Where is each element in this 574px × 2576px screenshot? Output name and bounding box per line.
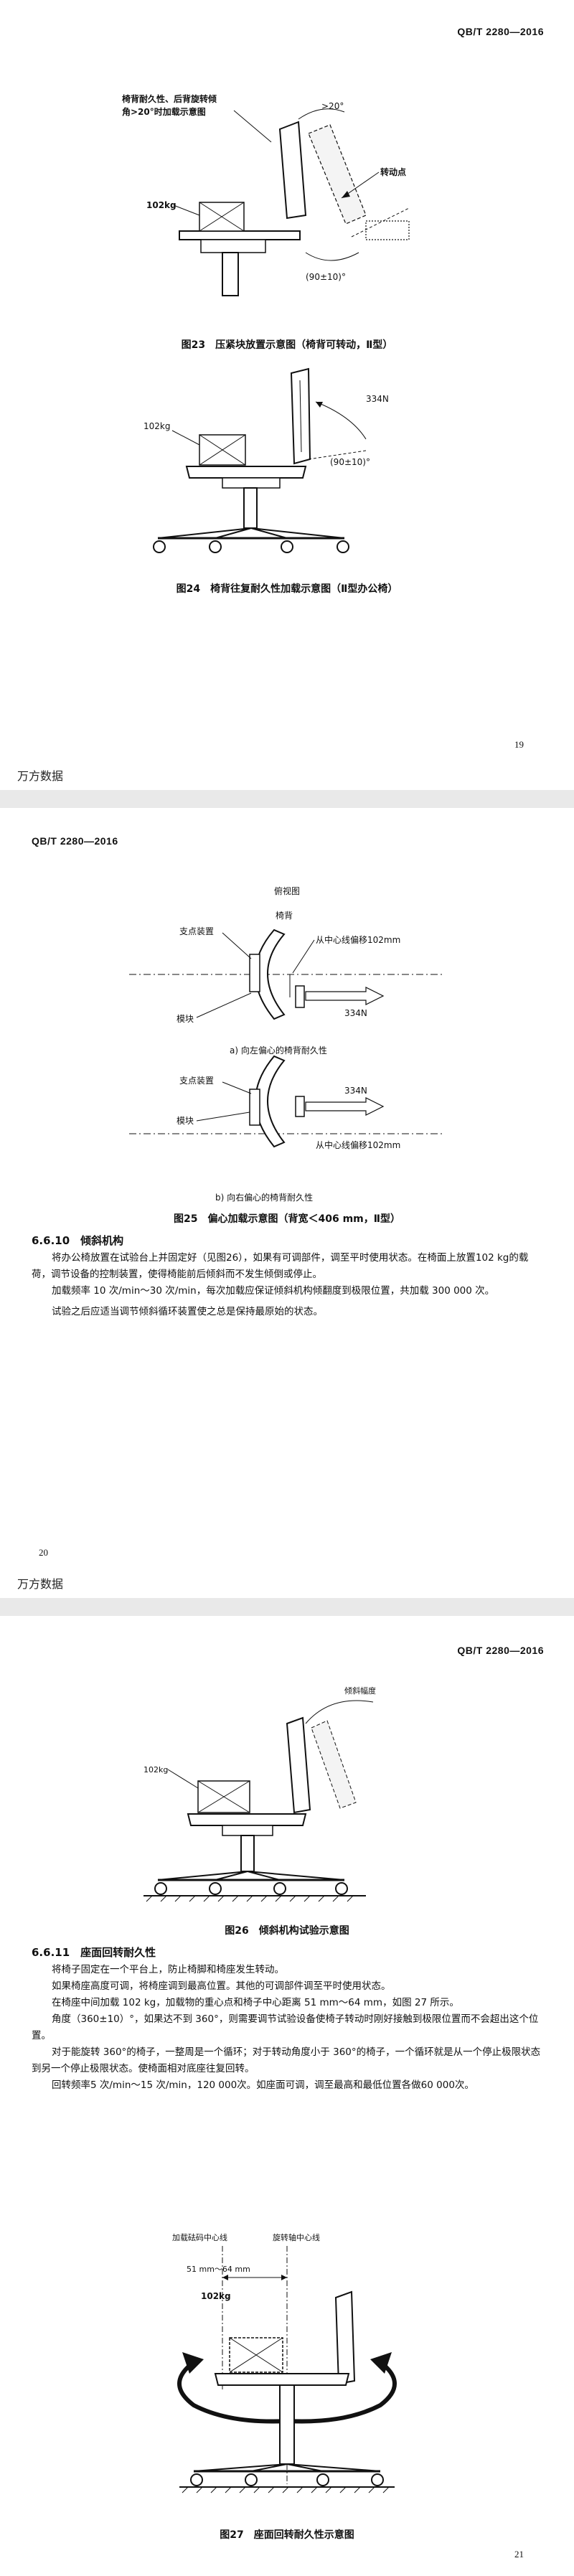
fig23-angle-bottom: (90±10)° — [306, 272, 346, 282]
fig26-angle-label: 倾斜幅度 — [344, 1686, 376, 1696]
fig27-weight: 102kg — [201, 2291, 231, 2301]
paragraph: 对于能旋转 360°的椅子，一整周是一个循环；对于转动角度小于 360°的椅子，… — [32, 2046, 541, 2074]
standard-code: QB/T 2280—2016 — [457, 1645, 544, 1656]
fig25-b-caption: b) 向右偏心的椅背耐久性 — [215, 1193, 314, 1203]
paragraph: 如果椅座高度可调，将椅座调到最高位置。其他的可调部件调至平时使用状态。 — [52, 1980, 391, 1992]
fig23-caption: 图23 压紧块放置示意图（椅背可转动，Ⅱ型） — [181, 339, 393, 351]
page-number: 20 — [39, 1547, 48, 1558]
fig25-b-block: 模块 — [177, 1116, 194, 1126]
fig25-caption: 图25 偏心加载示意图（背宽＜406 mm，Ⅱ型） — [174, 1213, 400, 1225]
page-19: QB/T 2280—2016 椅背耐久性、后背旋转倾 角>20°时加载示意图 >… — [0, 0, 574, 790]
figure-26: 倾斜幅度 102kg — [144, 1686, 376, 1902]
fig27-caption: 图27 座面回转耐久性示意图 — [220, 2529, 354, 2541]
figure-27: 加载砝码中心线 旋转轴中心线 51 mm～64 mm 102kg — [172, 2232, 397, 2493]
fig25-b-force: 334N — [344, 1086, 367, 1096]
paragraph: 回转频率5 次/min～15 次/min，120 000次。如座面可调，调至最高… — [52, 2079, 474, 2091]
fig24-weight: 102kg — [144, 421, 170, 431]
fig25-backrest-label: 椅背 — [276, 911, 293, 921]
fig26-caption: 图26 倾斜机构试验示意图 — [225, 1925, 349, 1937]
section-title: 6.6.11 座面回转耐久性 — [32, 1946, 156, 1959]
fig23-pivot-label: 转动点 — [380, 166, 406, 177]
page-20: QB/T 2280—2016 俯视图 椅背 支点装置 从中心线偏移102mm 3… — [0, 808, 574, 1598]
paragraph: 将椅子固定在一个平台上，防止椅脚和椅座发生转动。 — [52, 1964, 284, 1975]
paragraph: 加载频率 10 次/min～30 次/min，每次加载应保证倾斜机构倾翻度到极限… — [52, 1285, 495, 1297]
fig23-angle-top: >20° — [321, 101, 344, 111]
fig25-b-offset: 从中心线偏移102mm — [316, 1139, 400, 1150]
fig26-weight: 102kg — [144, 1765, 168, 1774]
page-number: 19 — [514, 739, 524, 750]
fig25-view-label: 俯视图 — [274, 885, 300, 896]
fig25-a-caption: a) 向左偏心的椅背耐久性 — [230, 1045, 327, 1056]
figure-25: 俯视图 椅背 支点装置 从中心线偏移102mm 334N 模块 a) 向左偏心的… — [129, 885, 445, 1150]
fig27-load-center: 加载砝码中心线 — [172, 2232, 227, 2242]
page-21: QB/T 2280—2016 倾斜幅度 102kg 图26 倾斜机构试验示意图 … — [0, 1616, 574, 2576]
figure-24: 334N (90±10)° 102kg — [144, 367, 389, 553]
fig24-caption: 图24 椅背往复耐久性加载示意图（Ⅱ型办公椅） — [176, 583, 398, 595]
fig25-a-force: 334N — [344, 1008, 367, 1018]
standard-code: QB/T 2280—2016 — [32, 835, 118, 847]
page-number: 21 — [514, 2549, 524, 2559]
fig24-force: 334N — [366, 394, 389, 404]
fig23-note-line1: 椅背耐久性、后背旋转倾 — [122, 93, 217, 104]
fig25-b-fulcrum: 支点装置 — [179, 1076, 214, 1086]
standard-code: QB/T 2280—2016 — [457, 26, 544, 37]
watermark: 万方数据 — [17, 769, 64, 783]
fig25-a-offset: 从中心线偏移102mm — [316, 934, 400, 945]
watermark: 万方数据 — [17, 1577, 64, 1591]
fig27-rotation-axis: 旋转轴中心线 — [273, 2232, 320, 2242]
section-title: 6.6.10 倾斜机构 — [32, 1234, 124, 1247]
paragraph: 试验之后应适当调节倾斜循环装置使之总是保持最原始的状态。 — [52, 1306, 323, 1317]
paragraph: 角度（360±10）°，如果达不到 360°，则需要调节试验设备使椅子转动时刚好… — [32, 2013, 539, 2041]
paragraph: 在椅座中间加载 102 kg，加载物的重心点和椅子中心距离 51 mm～64 m… — [52, 1997, 459, 2008]
fig23-note-line2: 角>20°时加载示意图 — [122, 106, 206, 117]
section-body: 将椅子固定在一个平台上，防止椅脚和椅座发生转动。 如果椅座高度可调，将椅座调到最… — [32, 1962, 541, 2094]
section-body: 将办公椅放置在试验台上并固定好（见图26），如果有可调部件，调至平时使用状态。在… — [32, 1250, 541, 1320]
paragraph: 将办公椅放置在试验台上并固定好（见图26），如果有可调部件，调至平时使用状态。在… — [32, 1252, 529, 1280]
fig27-distance: 51 mm～64 mm — [187, 2265, 250, 2274]
fig25-a-fulcrum: 支点装置 — [179, 926, 214, 936]
fig25-a-block: 模块 — [177, 1014, 194, 1024]
figure-23: 椅背耐久性、后背旋转倾 角>20°时加载示意图 >20° 转动点 102kg (… — [122, 93, 410, 296]
fig24-angle: (90±10)° — [330, 457, 370, 467]
fig23-weight: 102kg — [146, 200, 177, 210]
